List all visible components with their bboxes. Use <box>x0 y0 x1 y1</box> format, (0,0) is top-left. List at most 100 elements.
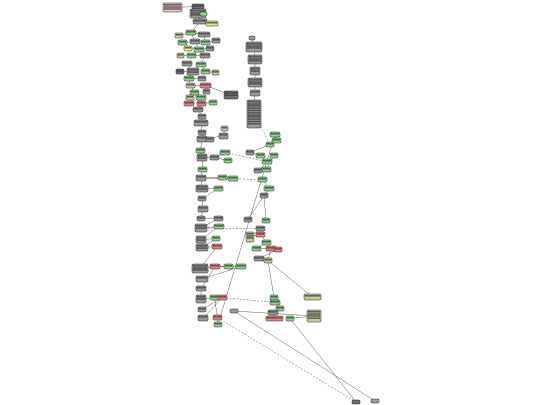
graph-node-gray[interactable] <box>186 67 200 76</box>
graph-node-gray[interactable] <box>247 54 263 65</box>
graph-node-gray[interactable] <box>197 205 209 213</box>
graph-node-gray[interactable] <box>245 149 255 156</box>
graph-node-gray[interactable] <box>195 235 207 244</box>
graph-node-gray[interactable] <box>197 129 207 136</box>
graph-node-green[interactable] <box>213 223 225 230</box>
graph-node-gray[interactable] <box>218 132 229 140</box>
graph-node-green[interactable] <box>223 157 233 164</box>
graph-node-olive[interactable] <box>174 32 184 39</box>
graph-node-green[interactable] <box>285 315 295 322</box>
graph-node-gray[interactable] <box>192 106 204 113</box>
graph-node-green[interactable] <box>265 141 275 148</box>
graph-node-olive[interactable] <box>220 125 229 132</box>
graph-node-green[interactable] <box>271 137 282 144</box>
graph-node-yellow[interactable] <box>183 45 193 52</box>
graph-node-gray[interactable] <box>267 309 279 316</box>
graph-node-gray[interactable] <box>245 41 263 53</box>
graph-node-gray[interactable] <box>193 119 209 127</box>
graph-node-gray[interactable] <box>197 113 207 120</box>
graph-node-green[interactable] <box>263 185 275 192</box>
graph-node-gray[interactable] <box>197 314 209 322</box>
graph-node-olive[interactable] <box>176 52 185 59</box>
graph-node-green[interactable] <box>189 89 200 96</box>
graph-node-olive[interactable] <box>185 82 196 89</box>
graph-node-green[interactable] <box>261 166 272 173</box>
graph-node-green[interactable] <box>211 235 221 242</box>
graph-node-green[interactable] <box>195 61 207 68</box>
graph-node-green[interactable] <box>209 294 220 301</box>
graph-node-dark-gray[interactable] <box>191 3 205 10</box>
graph-node-gray[interactable] <box>249 66 261 76</box>
graph-node-gray[interactable] <box>199 52 211 59</box>
graph-node-red[interactable] <box>217 294 228 301</box>
graph-node-gray[interactable] <box>255 225 266 232</box>
graph-node-green[interactable] <box>269 152 279 159</box>
graph-node-green[interactable] <box>199 11 208 17</box>
graph-node-gray[interactable] <box>197 31 211 38</box>
graph-node-green[interactable] <box>208 99 218 106</box>
graph-node-gray[interactable] <box>191 263 209 274</box>
graph-node-olive[interactable] <box>303 293 322 301</box>
graph-node-green[interactable] <box>177 39 188 46</box>
graph-node-green[interactable] <box>269 131 281 138</box>
graph-node-gray[interactable] <box>195 174 207 182</box>
graph-node-red[interactable] <box>209 263 221 270</box>
graph-node-gray[interactable] <box>195 184 209 193</box>
graph-node-red[interactable] <box>255 231 266 238</box>
graph-node-green[interactable] <box>261 239 272 246</box>
graph-node-gray[interactable] <box>197 306 207 313</box>
graph-node-green[interactable] <box>255 152 266 159</box>
graph-node-pink[interactable] <box>162 2 183 13</box>
graph-node-dark-gray[interactable] <box>351 399 361 405</box>
graph-node-gray[interactable] <box>248 35 256 41</box>
graph-node-green[interactable] <box>235 263 247 270</box>
graph-node-green[interactable] <box>257 176 268 183</box>
graph-node-green[interactable] <box>213 321 223 328</box>
graph-node-yellow[interactable] <box>205 20 219 27</box>
graph-node-gray[interactable] <box>196 135 208 143</box>
graph-node-gray[interactable] <box>189 38 201 45</box>
graph-node-gray[interactable] <box>196 215 206 222</box>
graph-node-green[interactable] <box>195 147 206 154</box>
graph-node-gray[interactable] <box>246 99 262 129</box>
graph-node-red[interactable] <box>196 100 207 107</box>
graph-node-gray[interactable] <box>205 45 215 52</box>
graph-node-gray[interactable] <box>253 255 265 262</box>
graph-node-gray[interactable] <box>181 60 193 67</box>
graph-node-gray[interactable] <box>247 77 263 88</box>
graph-node-olive[interactable] <box>306 309 322 323</box>
graph-node-red[interactable] <box>199 82 212 89</box>
graph-node-green[interactable] <box>269 294 279 301</box>
graph-node-gray[interactable] <box>195 275 209 283</box>
graph-node-green[interactable] <box>186 52 197 59</box>
graph-node-green[interactable] <box>197 166 208 173</box>
graph-node-green[interactable] <box>223 263 234 270</box>
graph-node-gray[interactable] <box>192 18 208 25</box>
graph-node-green[interactable] <box>261 217 271 224</box>
graph-node-olive[interactable] <box>211 69 220 76</box>
graph-node-green[interactable] <box>200 68 211 75</box>
graph-node-olive[interactable] <box>245 231 255 243</box>
graph-node-green[interactable] <box>200 39 211 46</box>
graph-node-green[interactable] <box>251 245 262 252</box>
graph-node-gray[interactable] <box>243 216 253 223</box>
graph-node-gray[interactable] <box>197 195 207 202</box>
graph-node-red[interactable] <box>265 315 284 322</box>
graph-node-green[interactable] <box>213 185 224 192</box>
graph-node-dark-gray[interactable] <box>223 90 239 100</box>
graph-node-green[interactable] <box>227 175 239 182</box>
graph-node-gray[interactable] <box>229 308 239 314</box>
graph-node-gray[interactable] <box>197 75 207 82</box>
graph-node-green[interactable] <box>217 174 228 181</box>
graph-node-green[interactable] <box>275 305 285 312</box>
graph-node-gray[interactable] <box>213 215 224 222</box>
graph-node-red[interactable] <box>212 314 223 321</box>
graph-node-green[interactable] <box>195 94 207 101</box>
graph-node-gray[interactable] <box>249 89 261 97</box>
graph-node-red[interactable] <box>183 100 195 107</box>
graph-node-olive[interactable] <box>185 94 195 101</box>
graph-node-gray[interactable] <box>202 88 211 95</box>
graph-node-gray[interactable] <box>195 243 209 252</box>
